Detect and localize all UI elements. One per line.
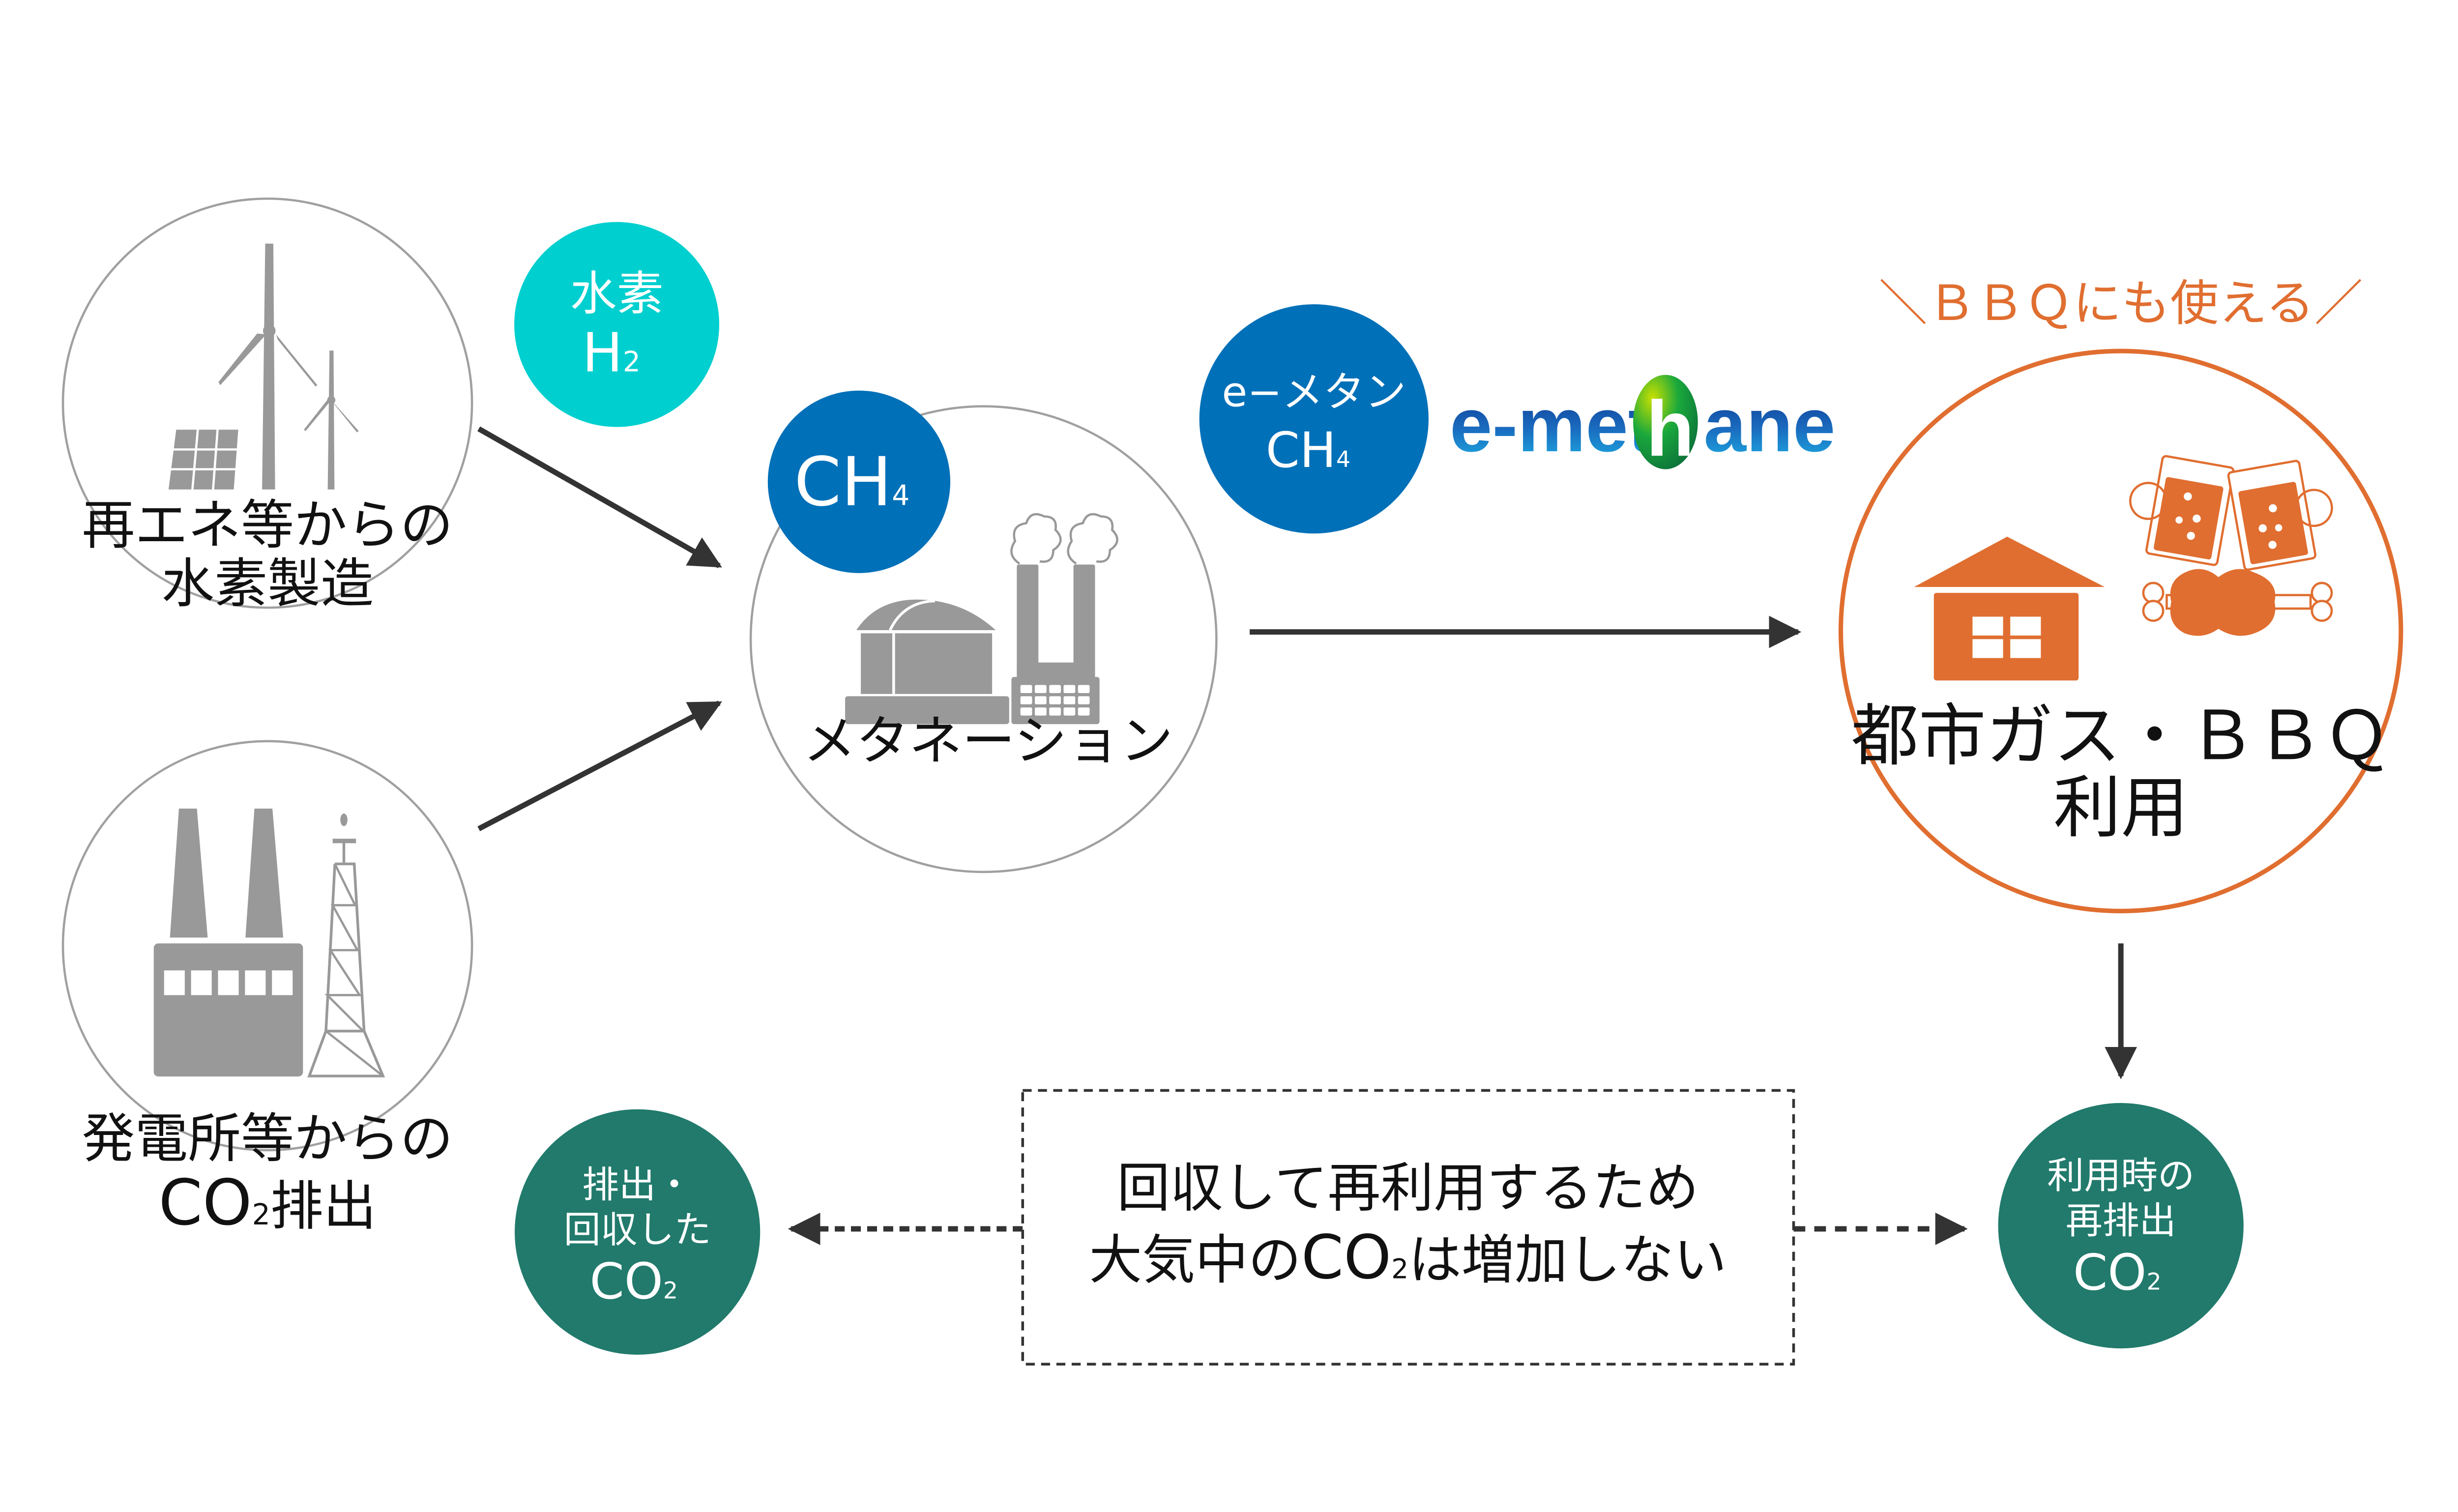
- beer-mugs-icon: [2129, 455, 2333, 571]
- recovered-label-line2: 回収した: [564, 1208, 711, 1251]
- house-icon: [1914, 536, 2105, 681]
- hydrogen-badge: 水素 H2: [514, 222, 720, 427]
- methanation-label: メタネーション: [803, 710, 1173, 772]
- note-line1: 回収して再利用するため: [1117, 1158, 1699, 1219]
- e-methane-formula: CH4: [1266, 422, 1350, 479]
- logo-h: h: [1646, 384, 1695, 472]
- recovered-label-line1: 排出・: [582, 1163, 693, 1206]
- ch4-badge: CH4: [767, 390, 951, 573]
- renewable-label-line2: 水素製造: [161, 553, 374, 614]
- recovered-formula: CO2: [589, 1253, 678, 1310]
- smoke-icon: [1010, 513, 1118, 565]
- logo-leaf-icon: [1633, 375, 1698, 469]
- bbq-tagline: ＼ＢＢＱにも使える／: [1879, 275, 2363, 332]
- hydrogen-label: 水素: [570, 267, 663, 321]
- wind-solar-icon: [168, 243, 359, 490]
- e-methane-logo: e-met h ane: [1450, 375, 1836, 472]
- reemitted-label-line2: 再排出: [2066, 1199, 2176, 1242]
- arrow-renewable-to-methanation: [477, 426, 722, 568]
- recovered-co2-badge: 排出・ 回収した CO2: [515, 1109, 761, 1355]
- renewable-label-line1: 再エネ等からの: [82, 494, 453, 556]
- node-usage: ＼ＢＢＱにも使える／: [1838, 275, 2403, 914]
- arrow-plant-to-methanation: [477, 700, 722, 831]
- note-line2: 大気中のCO2は増加しない: [1089, 1222, 1726, 1293]
- e-methane-badge: e−メタン CH4: [1199, 304, 1429, 534]
- node-renewable-hydrogen: 再エネ等からの 水素製造: [61, 197, 473, 614]
- reemitted-formula: CO2: [2073, 1244, 2162, 1301]
- plant-windows: [1020, 685, 1090, 716]
- node-power-plant-co2: 発電所等からの CO2排出: [61, 740, 473, 1240]
- hydrogen-formula: H2: [582, 321, 641, 384]
- reemitted-label-line1: 利用時の: [2047, 1154, 2195, 1197]
- logo-part1: e-met: [1450, 382, 1654, 467]
- logo-part2: ane: [1704, 382, 1836, 467]
- ch4-formula: CH4: [794, 443, 909, 522]
- note-box: 回収して再利用するため 大気中のCO2は増加しない: [1021, 1089, 1795, 1366]
- plant-label-line2: CO2排出: [159, 1166, 377, 1240]
- meat-icon: [2142, 569, 2333, 636]
- factory-tower-icon: [153, 808, 385, 1077]
- usage-label-line2: 利用: [2053, 769, 2188, 847]
- plant-label-line1: 発電所等からの: [82, 1108, 453, 1170]
- reemitted-co2-badge: 利用時の 再排出 CO2: [1998, 1103, 2244, 1349]
- e-methane-label: e−メタン: [1222, 368, 1406, 416]
- usage-label-line1: 都市ガス・ＢＢＱ: [1851, 697, 2391, 775]
